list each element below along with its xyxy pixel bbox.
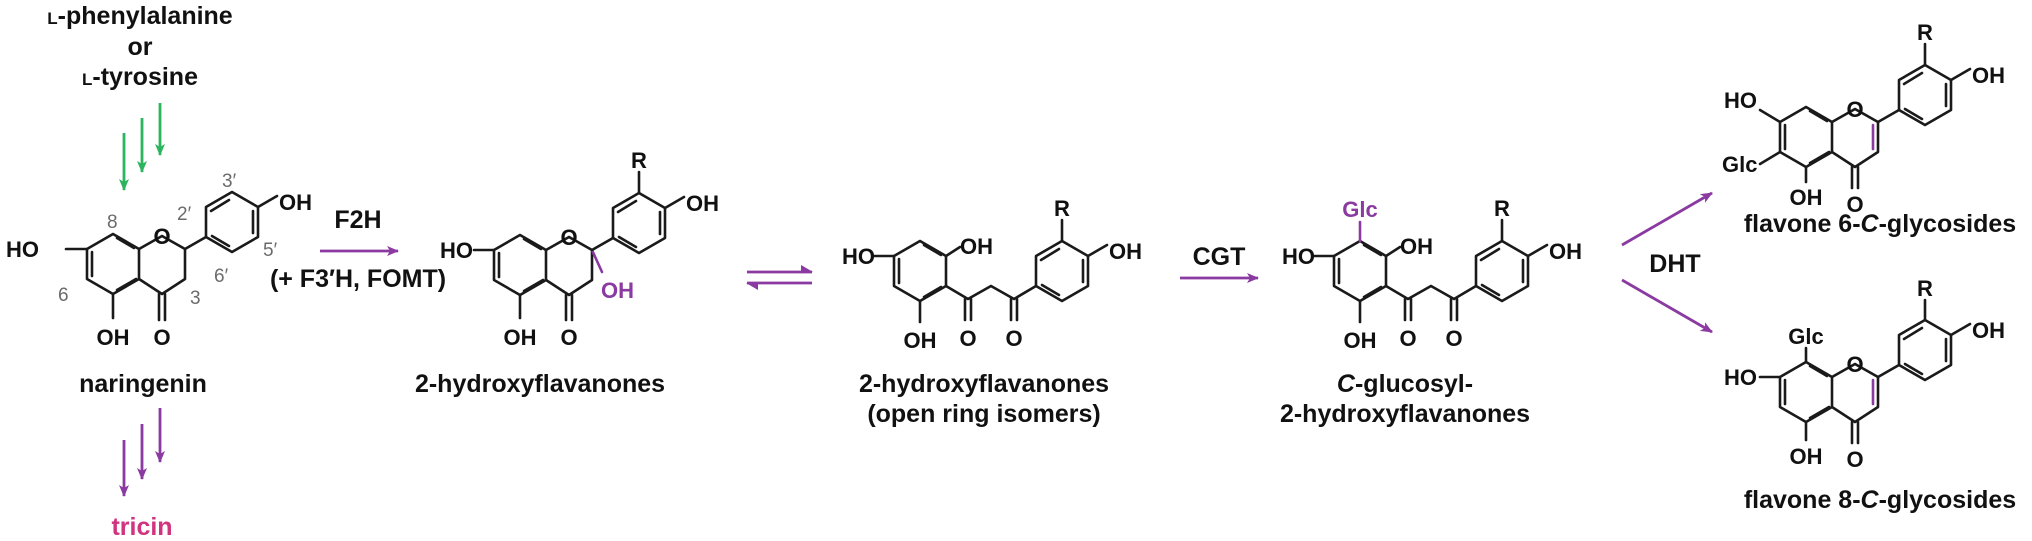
flavone-6c-r-group: R: [1917, 20, 1933, 45]
position-6-prime: 6′: [214, 266, 229, 287]
hydroxyflavanone-2-oh: OH: [601, 278, 634, 303]
enzyme-dht: DHT: [1649, 250, 1700, 278]
flavone-6c-glc: Glc: [1722, 152, 1757, 177]
precursor-line-2: or: [128, 33, 153, 61]
precursor-label: L-phenylalanine or L-tyrosine: [47, 2, 233, 91]
equilibrium-arrows: [746, 265, 813, 290]
green-multistep-arrows: [119, 103, 165, 191]
flavone-6c-4-o: O: [1846, 192, 1863, 217]
position-6: 6: [58, 285, 69, 306]
open-ring-r-group: R: [1054, 196, 1070, 221]
c-glucosyl-ketone-1: O: [1399, 326, 1416, 351]
hydroxyflavanone-4p-oh: OH: [686, 191, 719, 216]
naringenin-7-ho: HO: [6, 237, 39, 262]
c-glucosyl-r-group: R: [1494, 196, 1510, 221]
position-5-prime: 5′: [263, 240, 278, 261]
position-2-prime: 2′: [177, 204, 192, 225]
precursor-line-3: L-tyrosine: [82, 63, 198, 91]
c-glucosyl-ho-left: HO: [1282, 244, 1315, 269]
open-ring-ketone-1: O: [959, 326, 976, 351]
hydroxyflavanone-4-o: O: [560, 325, 577, 350]
flavone-6c-ring-o: O: [1846, 97, 1863, 122]
c-glucosyl-label-1: C-glucosyl-: [1337, 370, 1473, 398]
hydroxyflavanone-5-oh: OH: [504, 325, 537, 350]
position-3-prime: 3′: [222, 171, 237, 192]
open-ring-structure: [872, 218, 1109, 324]
hydroxyflavanones-label: 2-hydroxyflavanones: [415, 370, 665, 398]
flavone-8c-glc: Glc: [1788, 324, 1823, 349]
flavone-6c-structure: [1758, 42, 1972, 190]
flavone-8c-r-group: R: [1917, 276, 1933, 301]
open-ring-oh-bottom: OH: [904, 328, 937, 353]
flavone-8c-structure: [1758, 298, 1972, 445]
dht-arrow-down: [1621, 278, 1713, 334]
open-ring-label-2: (open ring isomers): [867, 400, 1100, 428]
purple-multistep-arrows: [119, 408, 165, 497]
c-glucosyl-glc: Glc: [1342, 197, 1377, 222]
c-glucosyl-oh-top: OH: [1400, 234, 1433, 259]
naringenin-label: naringenin: [79, 370, 207, 398]
open-ring-ketone-2: O: [1005, 326, 1022, 351]
flavone-8c-5-oh: OH: [1790, 444, 1823, 469]
naringenin-ring-o: O: [153, 224, 170, 249]
position-3: 3: [190, 288, 201, 309]
enzyme-f2h: F2H: [334, 206, 381, 234]
tricin-label: tricin: [111, 513, 172, 541]
flavone-8c-ring-o: O: [1846, 352, 1863, 377]
dht-arrow-up: [1621, 191, 1713, 247]
flavone-8c-label: flavone 8-C-glycosides: [1744, 486, 2016, 514]
flavone-6c-5-oh: OH: [1790, 185, 1823, 210]
hydroxyflavanone-ring-o: O: [560, 225, 577, 250]
c-glucosyl-ketone-2: O: [1445, 326, 1462, 351]
flavone-6c-4p-oh: OH: [1972, 63, 2005, 88]
flavone-6c-7-ho: HO: [1724, 88, 1757, 113]
c-glucosyl-oh-bottom: OH: [1344, 328, 1377, 353]
naringenin-4-o: O: [153, 325, 170, 350]
precursor-line-1: L-phenylalanine: [47, 2, 233, 30]
flavone-6c-label: flavone 6-C-glycosides: [1744, 210, 2016, 238]
position-8: 8: [107, 212, 118, 233]
c-glucosyl-4p-oh: OH: [1549, 239, 1582, 264]
naringenin-4p-oh: OH: [279, 190, 312, 215]
naringenin-5-oh: OH: [97, 325, 130, 350]
flavone-8c-7-ho: HO: [1724, 365, 1757, 390]
c-glucosyl-label-2: 2-hydroxyflavanones: [1280, 400, 1530, 428]
c-glucosyl-structure: [1312, 218, 1549, 324]
hydroxyflavanone-r-group: R: [631, 148, 647, 173]
open-ring-4p-oh: OH: [1109, 239, 1142, 264]
hydroxyflavanone-7-ho: HO: [440, 238, 473, 263]
open-ring-label-1: 2-hydroxyflavanones: [859, 370, 1109, 398]
hydroxyflavanone-structure: [472, 170, 686, 322]
open-ring-ho-left: HO: [842, 244, 875, 269]
flavone-8c-4p-oh: OH: [1972, 318, 2005, 343]
enzyme-f2h-extra: (+ F3′H, FOMT): [270, 265, 446, 293]
open-ring-oh-top: OH: [960, 234, 993, 259]
naringenin-structure: [64, 190, 279, 322]
enzyme-cgt: CGT: [1193, 243, 1246, 271]
flavone-8c-4-o: O: [1846, 447, 1863, 472]
